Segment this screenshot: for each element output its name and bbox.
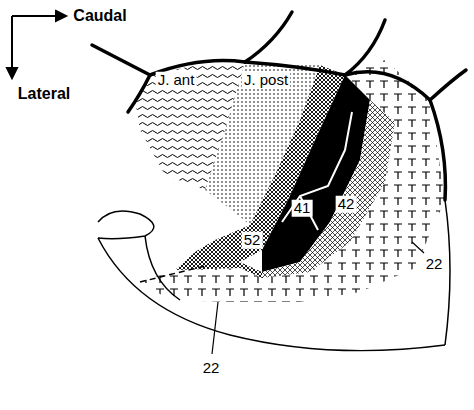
area-number: 41 [292,200,313,217]
axis-label: Lateral [16,85,72,103]
axis-label: Caudal [71,7,128,25]
area-number: 22 [424,256,445,273]
white-lines [282,112,352,230]
area-number: 42 [336,196,357,213]
area-number: 22 [201,360,222,377]
area-22-region [140,60,445,302]
dashed-border [140,266,205,282]
field-label: J. post [242,72,290,89]
leader-lines [212,242,424,354]
axis-arrows [7,11,66,78]
outline [98,200,450,351]
sulci [92,12,466,200]
field-label: J. ant [156,72,197,89]
area-number: 52 [242,232,263,249]
